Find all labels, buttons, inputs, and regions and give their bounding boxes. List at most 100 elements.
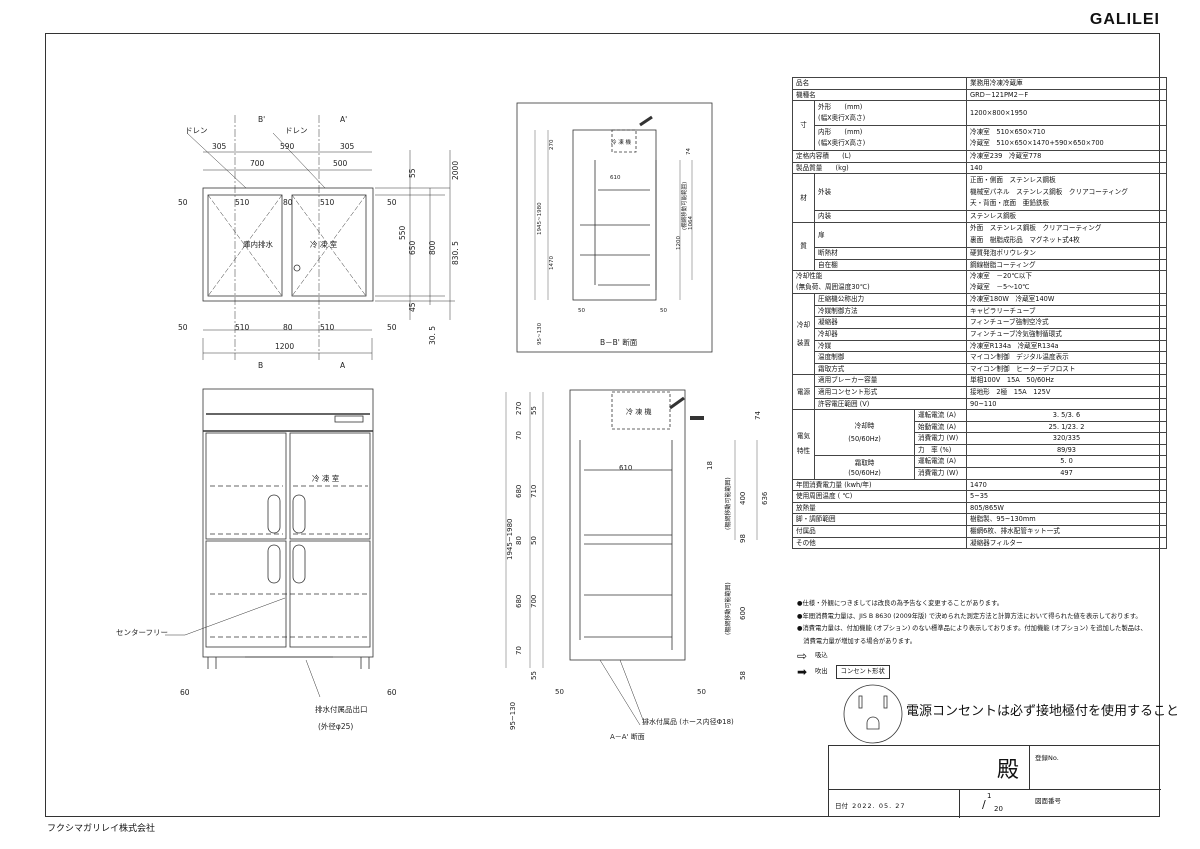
scale-slash: ∕ xyxy=(982,798,986,811)
dim-label: 1200 xyxy=(676,236,682,250)
dim-label: 590 xyxy=(280,142,295,151)
dim-label: 55 xyxy=(530,406,538,415)
dim-label: 610 xyxy=(619,464,632,472)
front-view: 冷 凍 室 センターフリー 60 60 排水付属品出口 (外径φ25) xyxy=(116,388,397,731)
table-row: 電気特性冷却時(50/60Hz)運転電流 (A)3. 5/3. 6 xyxy=(792,409,1167,480)
dim-label: 50 xyxy=(530,536,538,545)
dim-label: 50 xyxy=(387,198,397,207)
center-free-label: センターフリー xyxy=(116,628,168,637)
scale-denominator: 20 xyxy=(994,805,1003,813)
dim-label: 1945~1980 xyxy=(506,519,514,561)
dim-label: 80 xyxy=(283,198,293,207)
outlet-warning: 電源コンセントは必ず接地極付を使用すること xyxy=(906,704,1180,719)
table-row: 冷却器フィンチューブ冷気強制循環式 xyxy=(793,327,1167,341)
table-row: 消費電力 (W)497 xyxy=(793,467,1167,480)
dim-label: 550 xyxy=(398,225,407,240)
scale-numerator: 1 xyxy=(987,792,992,800)
table-row: 定格内容積 (L)冷凍室239 冷蔵室778 xyxy=(792,150,1167,163)
title-block: 殿 登録No. 日付 2022. 05. 27 1 ∕ 20 図面番号 xyxy=(828,745,1161,818)
dim-label: 800 xyxy=(428,240,437,255)
table-row: 品名業務用冷凍冷蔵庫 xyxy=(792,77,1167,90)
dim-label: 70 xyxy=(515,646,523,655)
dim-label: 700 xyxy=(250,159,265,168)
range-label: (棚網移動可能範囲) xyxy=(724,477,732,530)
unit-label: 冷 凍 機 xyxy=(626,407,651,416)
dim-label: 680 xyxy=(515,595,523,608)
dim-label: 95~130 xyxy=(509,702,517,730)
section-mark-a: A xyxy=(340,361,346,370)
section-mark-b: B xyxy=(258,361,263,370)
dim-label: 50 xyxy=(697,688,706,696)
section-bb-caption: B－B' 断面 xyxy=(600,337,638,347)
plan-compartment-right xyxy=(291,194,367,297)
section-aa: 冷 凍 機 610 1945~1980 270 55 70 680 710 80… xyxy=(505,389,769,741)
dim-label: 1470 xyxy=(549,256,555,270)
table-row: 力 率 (%)89/93 xyxy=(793,443,1167,457)
table-row: 寸外形 (mm)(幅X奥行X高さ)1200×800×1950 xyxy=(792,100,1167,152)
table-row: 脚・調節範囲樹脂製、95~130mm xyxy=(792,513,1167,527)
dim-label: 50 xyxy=(178,198,188,207)
drain-outlet-diameter: (外径φ25) xyxy=(318,721,353,731)
dim-label: 270 xyxy=(515,402,523,415)
dim-label: 680 xyxy=(515,485,523,498)
brand-logo: GALILEI xyxy=(1089,11,1160,28)
legend-intake: ⇨吸込 xyxy=(797,648,828,663)
table-row: 冷却性能(無負荷、周囲温度30℃)冷凍室 －20℃以下冷蔵室 －5～10℃ xyxy=(792,270,1167,295)
dim-label: 636 xyxy=(761,491,769,505)
dim-label: 1945~1980 xyxy=(537,202,543,235)
legend-exhaust: ➡吹出コンセント形状 xyxy=(797,664,1147,680)
dim-label: 500 xyxy=(333,159,348,168)
dim-label: 58 xyxy=(739,671,747,680)
table-row: 質扉外面 ステンレス鋼板 クリアコーティング裏面 樹脂成形品 マグネット式4枚 xyxy=(792,221,1167,272)
drain-inside-label: 庫内排水 xyxy=(243,239,273,249)
dim-label: 55 xyxy=(408,168,417,178)
dim-label: 510 xyxy=(235,323,250,332)
dim-label: 80 xyxy=(515,536,523,545)
dim-label: 50 xyxy=(555,688,564,696)
table-row: 凝縮器フィンチューブ強制空冷式 xyxy=(793,316,1167,329)
table-row: 材外装正面・側面 ステンレス鋼板機械室パネル ステンレス鋼板 クリアコーティング… xyxy=(792,173,1167,223)
dim-label: 50 xyxy=(660,308,667,314)
dim-label: 610 xyxy=(610,175,621,181)
range-label: (棚網移動可能範囲) xyxy=(724,582,732,635)
table-row: 霜取方式マイコン制御 ヒーターデフロスト xyxy=(793,362,1167,376)
dim-label: 830. 5 xyxy=(451,241,460,265)
table-row: 冷媒冷凍室R134a 冷蔵室R134a xyxy=(793,339,1167,353)
table-row: 許容電圧範囲 (V)90~110 xyxy=(793,397,1167,411)
dim-label: 600 xyxy=(739,607,747,620)
section-mark-a-prime: A' xyxy=(340,115,347,124)
grounded-outlet-icon xyxy=(843,684,903,744)
table-row: 温度制御マイコン制御 デジタル温度表示 xyxy=(793,351,1167,364)
dim-label: 45 xyxy=(408,302,417,312)
dim-label: 50 xyxy=(178,323,188,332)
table-row: 製品質量 (kg)140 xyxy=(792,161,1167,175)
section-bb: 冷 凍 機 610 1945~1980 270 1470 95~130 1200… xyxy=(516,102,713,353)
dim-label: 710 xyxy=(530,485,538,498)
dim-label-total-width: 1200 xyxy=(275,342,294,351)
dim-label: 270 xyxy=(549,139,555,150)
note: ●仕様・外観につきましては改良の為予告なく変更することがあります。 xyxy=(797,600,1004,607)
dim-label: 1064 xyxy=(688,216,694,230)
drawings: B' A' B A ドレン ドレン 305 590 305 700 500 50… xyxy=(116,102,769,741)
table-row: 付属品棚網6枚、排水配管キット一式 xyxy=(792,525,1167,538)
drain-outlet-label: 排水付属品出口 xyxy=(315,704,368,714)
plan-view: B' A' B A ドレン ドレン 305 590 305 700 500 50… xyxy=(178,115,460,370)
drawing-number-label: 図面番号 xyxy=(1035,797,1061,805)
dim-label: 60 xyxy=(180,688,190,697)
table-row: 霜取時(50/60Hz)運転電流 (A)5. 0 xyxy=(793,455,1167,480)
room-label: 冷 凍 室 xyxy=(310,239,338,249)
table-row: 適用コンセント形式接地形 2極 15A 125V xyxy=(793,385,1167,399)
table-row: その他凝縮器フィルター xyxy=(792,536,1167,550)
notes: ●仕様・外観につきましては改良の為予告なく変更することがあります。 ●年間消費電… xyxy=(797,598,1147,680)
dim-label: 50 xyxy=(387,323,397,332)
section-aa-caption: A－A' 断面 xyxy=(610,732,645,741)
dim-label: 98 xyxy=(739,534,747,543)
dim-label: 700 xyxy=(530,595,538,608)
addressee-suffix: 殿 xyxy=(997,758,1020,783)
date-field: 日付 2022. 05. 27 xyxy=(835,802,906,810)
note: ●消費電力量は、付加機能 (オプション) のない標準品により表示しております。付… xyxy=(797,625,1147,632)
dim-label: 50 xyxy=(578,308,585,314)
